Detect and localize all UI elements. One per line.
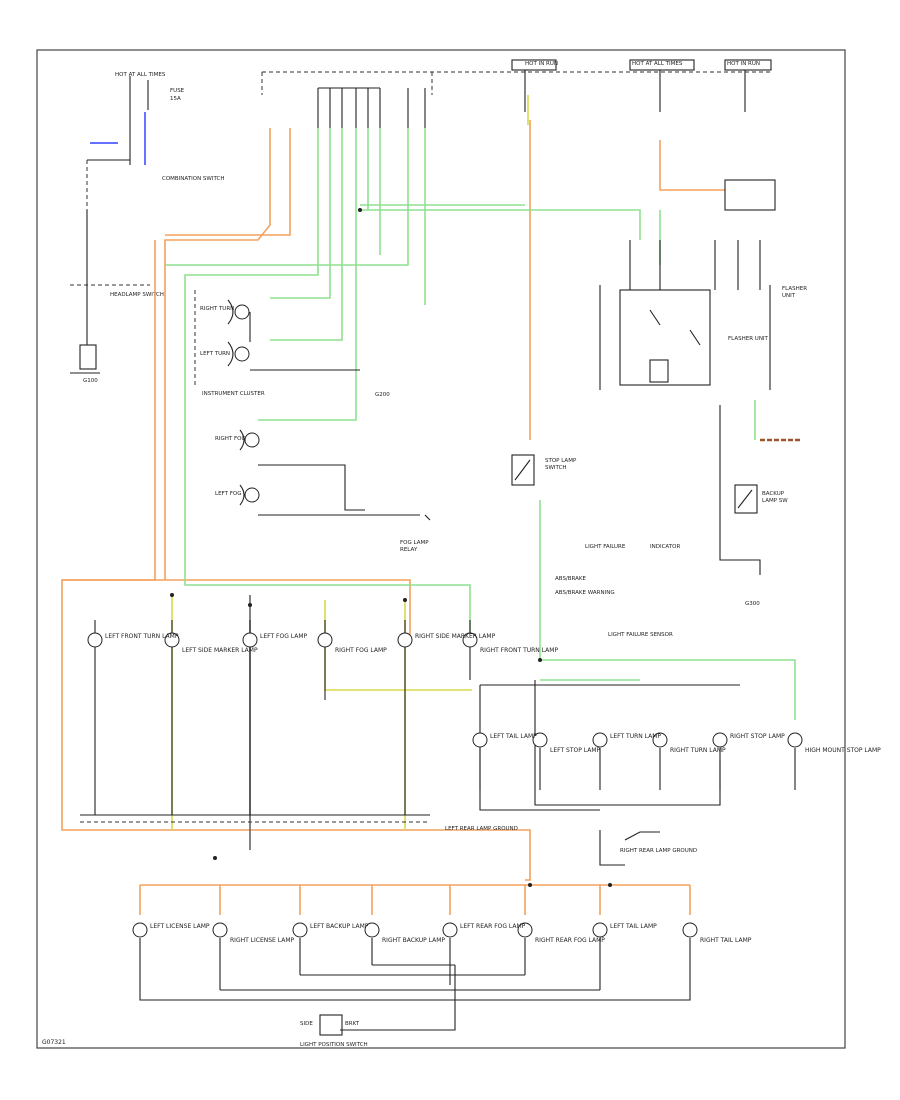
junction-dots (170, 208, 612, 887)
headlamp-switch: FUSE 15A COMBINATION SWITCH HEADLAMP SWI… (70, 76, 225, 384)
svg-text:HOT IN RUN: HOT IN RUN (727, 61, 760, 67)
svg-text:RIGHT TURN: RIGHT TURN (200, 306, 234, 312)
svg-text:RELAY: RELAY (400, 547, 418, 553)
svg-text:BRKT: BRKT (345, 1021, 360, 1027)
lamp-mid-2: LEFT TURN LAMP (610, 733, 661, 740)
mid-lamp-row: LEFT TAIL LAMP LEFT STOP LAMP LEFT TURN … (472, 732, 881, 866)
lamp-bottom-5: RIGHT REAR FOG LAMP (535, 937, 605, 944)
svg-text:G100: G100 (83, 378, 98, 384)
svg-text:HOT IN RUN: HOT IN RUN (525, 61, 558, 67)
label-flasher-unit: FLASHER UNIT (728, 336, 769, 342)
lamp-front-1: LEFT SIDE MARKER LAMP (182, 647, 258, 654)
svg-text:HOT AT ALL TIMES: HOT AT ALL TIMES (632, 61, 683, 67)
svg-text:LIGHT FAILURE: LIGHT FAILURE (585, 544, 626, 550)
svg-text:SWITCH: SWITCH (545, 465, 567, 471)
green-wires (165, 128, 796, 720)
lamp-front-2: LEFT FOG LAMP (260, 633, 308, 640)
lamp-front-3: RIGHT FOG LAMP (335, 647, 387, 654)
svg-text:HOT AT ALL TIMES: HOT AT ALL TIMES (115, 72, 166, 78)
svg-text:FUSE: FUSE (170, 88, 185, 94)
flasher-unit: FLASHER UNIT FLASHER UNIT (599, 179, 807, 390)
svg-text:COMBINATION SWITCH: COMBINATION SWITCH (162, 176, 225, 182)
lamp-mid-5: HIGH MOUNT STOP LAMP (805, 747, 881, 754)
lamp-bottom-6: LEFT TAIL LAMP (610, 923, 657, 930)
lamp-front-0: LEFT FRONT TURN LAMP (105, 633, 179, 640)
indicator-lamps: RIGHT FOG LEFT FOG FOG LAMP RELAY (215, 429, 431, 553)
lamp-front-4: RIGHT SIDE MARKER LAMP (415, 633, 496, 640)
light-failure-sensor: LIGHT FAILURE SENSOR LIGHT FAILURE INDIC… (555, 544, 680, 638)
svg-text:RIGHT FOG: RIGHT FOG (215, 436, 246, 442)
label-instrument-cluster: INSTRUMENT CLUSTER (202, 391, 265, 397)
lamp-front-5: RIGHT FRONT TURN LAMP (480, 647, 558, 654)
svg-text:G300: G300 (745, 601, 760, 607)
lamp-mid-3: RIGHT TURN LAMP (670, 747, 726, 754)
lamp-mid-4: RIGHT STOP LAMP (730, 733, 785, 740)
svg-text:INDICATOR: INDICATOR (650, 544, 680, 550)
svg-text:BACKUP: BACKUP (762, 491, 785, 497)
top-power-bus: HOT AT ALL TIMES HOT IN RUN HOT AT ALL T… (115, 59, 772, 128)
svg-text:ABS/BRAKE WARNING: ABS/BRAKE WARNING (555, 590, 615, 596)
front-lamp-row: LEFT FRONT TURN LAMP LEFT SIDE MARKER LA… (80, 620, 558, 832)
svg-text:UNIT: UNIT (782, 293, 796, 299)
lamp-bottom-7: RIGHT TAIL LAMP (700, 937, 752, 944)
lamp-bottom-0: LEFT LICENSE LAMP (150, 923, 210, 930)
lamp-mid-0: LEFT TAIL LAMP (490, 733, 537, 740)
svg-text:LAMP SW: LAMP SW (762, 498, 788, 504)
svg-text:ABS/BRAKE: ABS/BRAKE (555, 576, 587, 582)
diagram-frame (36, 49, 846, 1049)
stop-lamp-switch: STOP LAMP SWITCH BACKUP LAMP SW G300 (511, 405, 788, 607)
svg-text:SIDE: SIDE (300, 1021, 313, 1027)
bottom-lamp-row: LEFT LICENSE LAMP RIGHT LICENSE LAMP LEF… (132, 922, 752, 1048)
instrument-cluster: RIGHT TURN LEFT TURN INSTRUMENT CLUSTER … (194, 290, 390, 398)
figure-code: G07321 (42, 1039, 66, 1046)
svg-text:LEFT TURN: LEFT TURN (200, 351, 230, 357)
orange-wires (61, 120, 725, 915)
lamp-bottom-2: LEFT BACKUP LAMP (310, 923, 369, 930)
svg-text:HEADLAMP SWITCH: HEADLAMP SWITCH (110, 292, 164, 298)
svg-text:STOP LAMP: STOP LAMP (545, 458, 577, 464)
label-right-rear-lamp-ground: RIGHT REAR LAMP GROUND (620, 848, 697, 854)
lamp-bottom-1: RIGHT LICENSE LAMP (230, 937, 295, 944)
svg-text:FOG LAMP: FOG LAMP (400, 540, 429, 546)
label-left-rear-lamp-ground: LEFT REAR LAMP GROUND (445, 826, 518, 832)
svg-text:LIGHT POSITION SWITCH: LIGHT POSITION SWITCH (300, 1042, 368, 1048)
label-light-failure-sensor: LIGHT FAILURE SENSOR (608, 632, 673, 638)
lamp-bottom-4: LEFT REAR FOG LAMP (460, 923, 526, 930)
lamp-mid-1: LEFT STOP LAMP (550, 747, 601, 754)
svg-text:LEFT FOG: LEFT FOG (215, 491, 241, 497)
svg-text:G200: G200 (375, 392, 390, 398)
svg-text:15A: 15A (170, 96, 181, 102)
lamp-bottom-3: RIGHT BACKUP LAMP (382, 937, 445, 944)
svg-text:FLASHER: FLASHER (782, 286, 807, 292)
